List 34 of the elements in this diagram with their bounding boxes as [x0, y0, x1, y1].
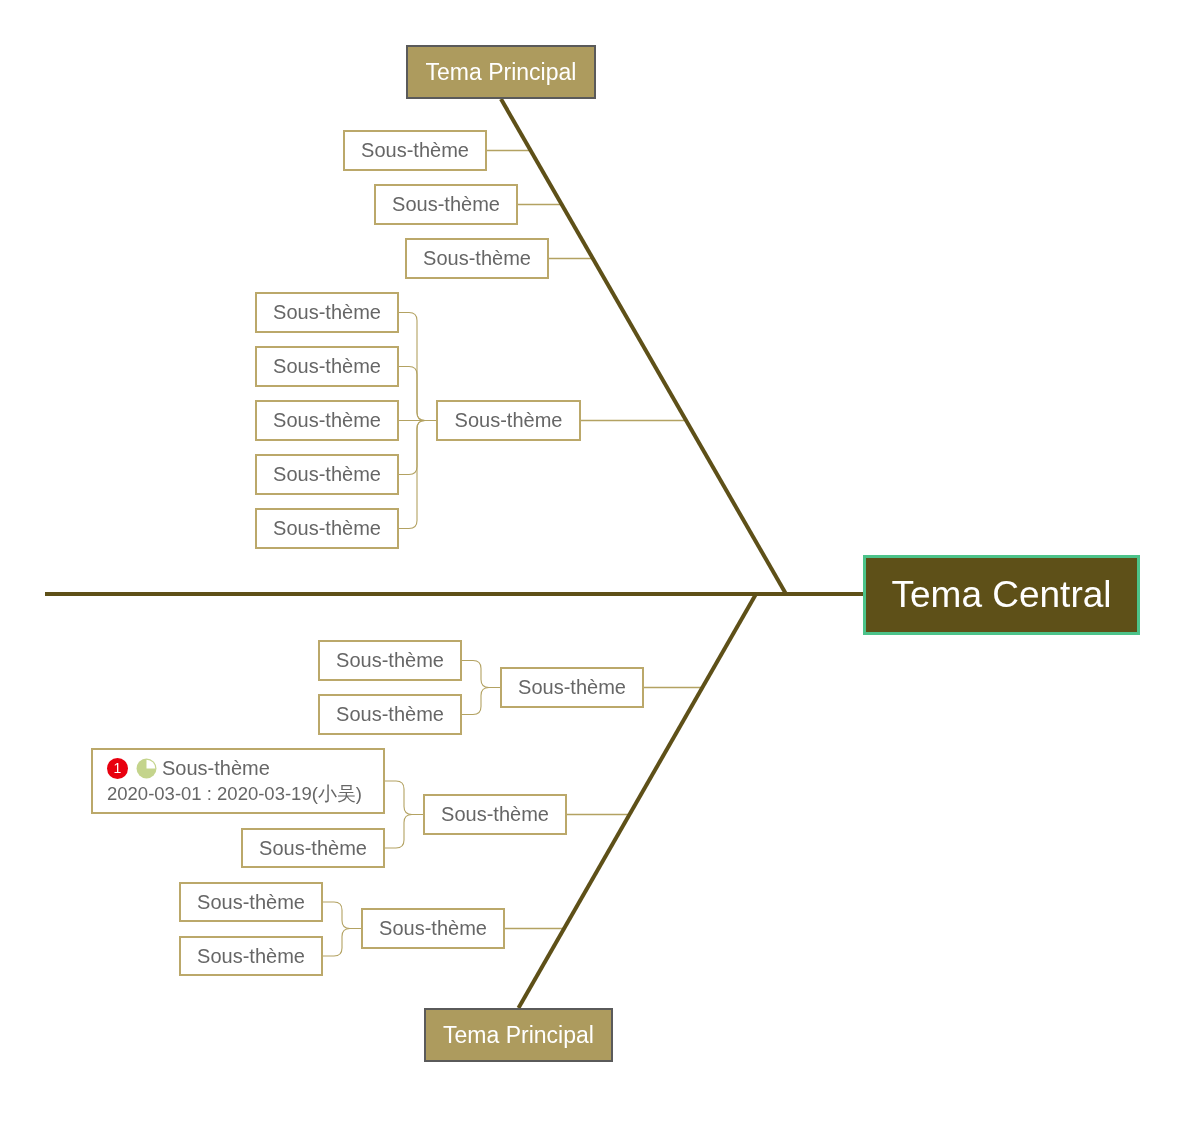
- connector-line: [461, 686, 501, 716]
- subtopic-box: Sous-thème: [255, 508, 399, 549]
- subtopic-box: [91, 748, 385, 814]
- subtopic-box: Sous-thème: [374, 184, 518, 225]
- main-topic-box: Tema Principal: [424, 1008, 613, 1062]
- subtopic-box: Sous-thème: [361, 908, 505, 949]
- bone-line: [45, 592, 863, 596]
- number-badge: 1: [107, 757, 128, 779]
- connector-line: [322, 927, 362, 957]
- bone-line: [499, 98, 788, 595]
- connector-line: [398, 419, 437, 530]
- connector-line: [580, 419, 687, 422]
- subtopic-box: Sous-thème: [241, 828, 385, 868]
- subtopic-box: Sous-thème: [500, 667, 644, 708]
- subtopic-box: Sous-thème: [405, 238, 549, 279]
- topic-text: Sous-thème: [162, 756, 270, 780]
- subtopic-box: Sous-thème: [255, 400, 399, 441]
- subtopic-box: Sous-thème: [255, 454, 399, 495]
- subtopic-box: Sous-thème: [436, 400, 581, 441]
- central-topic-box: Tema Central: [863, 555, 1140, 635]
- subtopic-box: Sous-thème: [343, 130, 487, 171]
- bone-line: [516, 593, 758, 1009]
- subtopic-box: Sous-thème: [179, 936, 323, 976]
- main-topic-box: Tema Principal: [406, 45, 596, 99]
- connector-line: [504, 927, 565, 930]
- subtopic-box: Sous-thème: [179, 882, 323, 922]
- subtopic-box: Sous-thème: [255, 346, 399, 387]
- connector-line: [548, 257, 594, 260]
- subtopic-box: Sous-thème: [318, 640, 462, 681]
- subtopic-box: Sous-thème: [423, 794, 567, 835]
- connector-line: [384, 813, 424, 849]
- date-text: 2020-03-01 : 2020-03-19(小吴): [107, 782, 362, 806]
- subtopic-box: Sous-thème: [255, 292, 399, 333]
- subtopic-box: Sous-thème: [318, 694, 462, 735]
